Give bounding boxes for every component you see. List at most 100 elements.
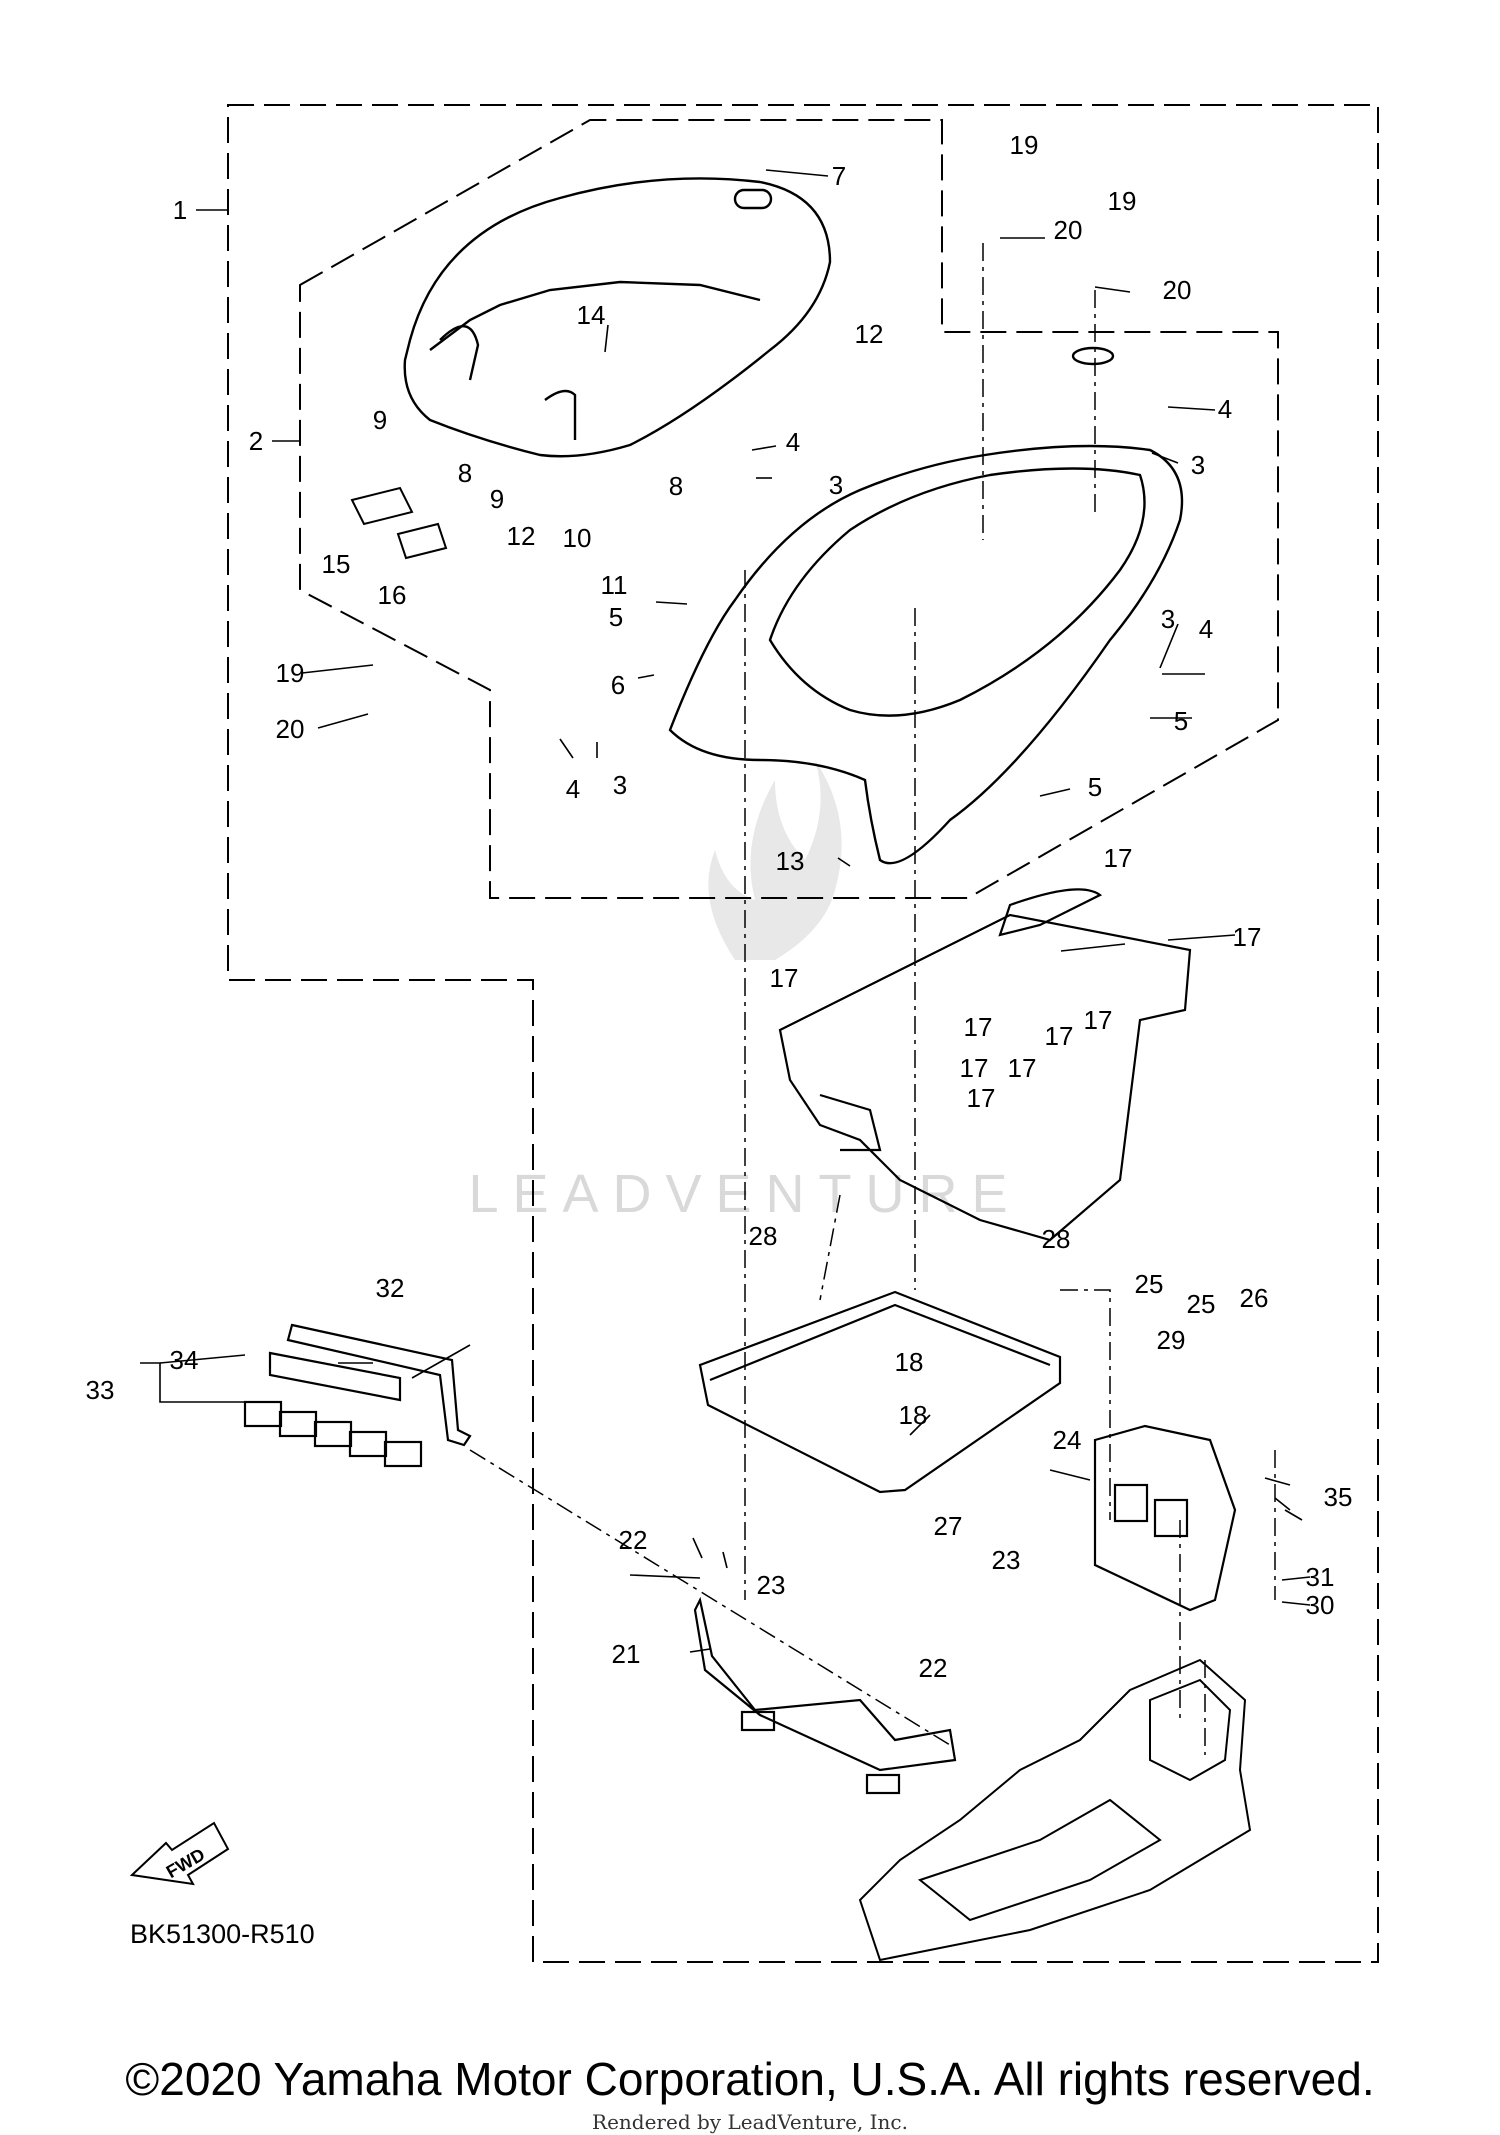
fwd-arrow-icon: FWD [129, 1821, 230, 1886]
callout-3: 3 [613, 770, 627, 800]
callout-5: 5 [1174, 706, 1188, 736]
callout-20: 20 [276, 714, 305, 744]
callout-18: 18 [895, 1347, 924, 1377]
callout-16: 16 [378, 580, 407, 610]
callout-9: 9 [373, 405, 387, 435]
callout-7: 7 [832, 161, 846, 191]
frame-pad [865, 1773, 901, 1795]
callout-5: 5 [1088, 772, 1102, 802]
callout-24: 24 [1053, 1425, 1082, 1455]
watermark: LEADVENTURE [468, 760, 1021, 1224]
callout-35: 35 [1324, 1482, 1353, 1512]
relay-33 [278, 1410, 318, 1438]
watermark-flame-icon [708, 760, 842, 960]
relay-holder-32 [286, 1323, 472, 1447]
callout-5: 5 [609, 602, 623, 632]
callout-17: 17 [1045, 1021, 1074, 1051]
callout-17: 17 [1104, 843, 1133, 873]
seat-lock-ring [733, 188, 773, 210]
callout-20: 20 [1054, 215, 1083, 245]
callout-33: 33 [86, 1375, 115, 1405]
callout-17: 17 [770, 963, 799, 993]
callout-19: 19 [1108, 186, 1137, 216]
callout-6: 6 [611, 670, 625, 700]
assembly-2-border [299, 119, 1279, 899]
callout-12: 12 [855, 319, 884, 349]
rear-frame [858, 1658, 1252, 1962]
label-16-sticker [396, 522, 448, 560]
callout-30: 30 [1306, 1590, 1335, 1620]
callout-17: 17 [1008, 1053, 1037, 1083]
callout-10: 10 [563, 523, 592, 553]
label-15-sticker [350, 486, 414, 526]
callout-14: 14 [577, 300, 606, 330]
callout-11: 11 [601, 570, 628, 600]
callout-4: 4 [566, 774, 580, 804]
callout-23: 23 [992, 1545, 1021, 1575]
callout-31: 31 [1306, 1562, 1335, 1592]
relay-33 [243, 1400, 283, 1428]
callout-17: 17 [1084, 1005, 1113, 1035]
callout-28: 28 [749, 1221, 778, 1251]
callout-20: 20 [1163, 275, 1192, 305]
undertray-27 [698, 1290, 1062, 1494]
callout-26: 26 [1240, 1283, 1269, 1313]
bracket-window [1153, 1498, 1189, 1538]
callout-18: 18 [899, 1400, 928, 1430]
callout-25: 25 [1135, 1269, 1164, 1299]
connector-lines [469, 243, 1276, 1755]
callout-15: 15 [322, 549, 351, 579]
group-borders [227, 104, 1379, 1963]
callout-25: 25 [1187, 1289, 1216, 1319]
callout-23: 23 [757, 1570, 786, 1600]
leader-lines [140, 169, 1311, 1653]
copyright-notice: ©2020 Yamaha Motor Corporation, U.S.A. A… [125, 2053, 1375, 2105]
callout-1: 1 [173, 195, 187, 225]
callout-3: 3 [829, 470, 843, 500]
callout-4: 4 [1199, 614, 1213, 644]
rendered-by-notice: Rendered by LeadVenture, Inc. [592, 2110, 908, 2134]
relay-bracket-24 [1093, 1424, 1237, 1612]
callout-3: 3 [1161, 604, 1175, 634]
relay-set [243, 1323, 472, 1468]
callout-3: 3 [1191, 450, 1205, 480]
callout-19: 19 [276, 658, 305, 688]
relay-33 [348, 1430, 388, 1458]
relay-strip-34 [268, 1351, 402, 1402]
callout-9: 9 [490, 484, 504, 514]
callout-22: 22 [919, 1653, 948, 1683]
tail-cowling [668, 346, 1184, 865]
callout-4: 4 [786, 427, 800, 457]
seat [403, 177, 832, 458]
callout-22: 22 [619, 1525, 648, 1555]
callout-28: 28 [1042, 1224, 1071, 1254]
frame-pad [740, 1710, 776, 1732]
callout-17: 17 [964, 1012, 993, 1042]
callout-8: 8 [458, 458, 472, 488]
callout-2: 2 [249, 426, 263, 456]
callout-17: 17 [960, 1053, 989, 1083]
diagram-ref-code: BK51300-R510 [130, 1919, 315, 1949]
callout-29: 29 [1157, 1325, 1186, 1355]
callout-4: 4 [1218, 394, 1232, 424]
callout-19: 19 [1010, 130, 1039, 160]
bracket-window [1113, 1483, 1149, 1523]
callout-17: 17 [1233, 922, 1262, 952]
relay-33 [313, 1420, 353, 1448]
tail-bracket [778, 888, 1192, 1242]
callout-21: 21 [612, 1639, 641, 1669]
callout-12: 12 [507, 521, 536, 551]
callout-32: 32 [376, 1273, 405, 1303]
assembly-1-border [227, 104, 1379, 1963]
callouts: 1 2 3 3 3 3 4 4 4 4 5 5 5 6 7 8 8 9 9 10… [86, 130, 1353, 1683]
subframe-21 [693, 1596, 957, 1795]
watermark-text: LEADVENTURE [468, 1164, 1021, 1224]
tail-hole [1071, 346, 1115, 366]
callout-34: 34 [170, 1345, 199, 1375]
callout-27: 27 [934, 1511, 963, 1541]
callout-13: 13 [776, 846, 805, 876]
relay-33 [383, 1440, 423, 1468]
callout-17: 17 [967, 1083, 996, 1113]
callout-8: 8 [669, 471, 683, 501]
